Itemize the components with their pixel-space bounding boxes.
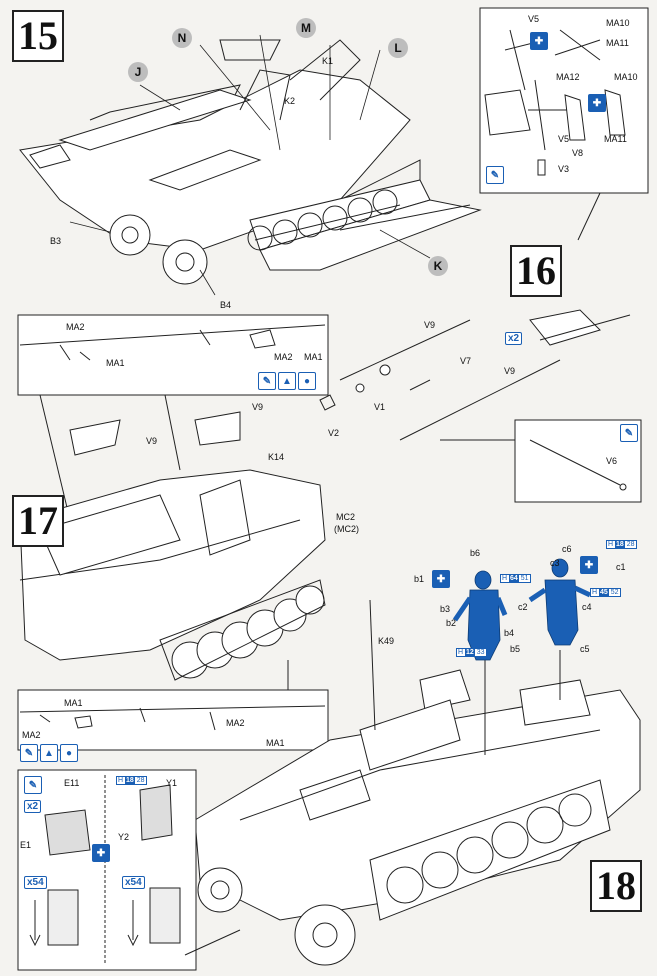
glue-icon: ✚ bbox=[588, 94, 606, 112]
paint-code: H 45 52 bbox=[590, 588, 621, 597]
part-label: K2 bbox=[284, 96, 296, 106]
part-label: MA10 bbox=[606, 18, 630, 28]
flip-icon: ▲ bbox=[40, 744, 58, 762]
part-label: V5 bbox=[528, 14, 540, 24]
part-label: MC2 bbox=[336, 512, 356, 522]
drop-icon: ● bbox=[298, 372, 316, 390]
step-number-15: 15 bbox=[12, 10, 64, 62]
part-label: MA12 bbox=[556, 72, 580, 82]
quantity-badge: x2 bbox=[505, 332, 523, 345]
part-label: c6 bbox=[562, 544, 572, 554]
cement-brush-icon: ✎ bbox=[258, 372, 276, 390]
part-label: MA1 bbox=[64, 698, 83, 708]
part-label: c3 bbox=[550, 558, 560, 568]
flip-icon: ▲ bbox=[278, 372, 296, 390]
cement-brush-icon: ✎ bbox=[24, 776, 42, 794]
part-label: MA1 bbox=[266, 738, 285, 748]
part-label: b4 bbox=[504, 628, 515, 638]
part-label: c5 bbox=[580, 644, 590, 654]
track-links-18 bbox=[29, 784, 181, 947]
subassembly-marker-m: M bbox=[296, 18, 316, 38]
paint-code: H 64 51 bbox=[500, 574, 531, 583]
part-label: MA11 bbox=[604, 134, 627, 144]
part-label: V1 bbox=[374, 402, 386, 412]
part-label: MA2 bbox=[274, 352, 293, 362]
part-label: MA10 bbox=[614, 72, 638, 82]
part-label: V6 bbox=[606, 456, 618, 466]
halftrack-body-18 bbox=[194, 599, 641, 966]
glue-icon: ✚ bbox=[580, 556, 598, 574]
part-label: V3 bbox=[558, 164, 570, 174]
part-label: K49 bbox=[378, 636, 395, 646]
part-label: MA2 bbox=[22, 730, 41, 740]
glue-icon: ✚ bbox=[92, 844, 110, 862]
part-label: K1 bbox=[322, 56, 334, 66]
part-label: MA2 bbox=[66, 322, 85, 332]
part-label: V5 bbox=[558, 134, 570, 144]
halftrack-body-15 bbox=[19, 39, 482, 271]
glue-icon: ✚ bbox=[530, 32, 548, 50]
step-number-18: 18 bbox=[590, 860, 642, 912]
paint-code: H 18 28 bbox=[116, 776, 147, 785]
subassembly-marker-k: K bbox=[428, 256, 448, 276]
part-label: V8 bbox=[572, 148, 584, 158]
part-label: b1 bbox=[414, 574, 425, 584]
part-label: K14 bbox=[268, 452, 285, 462]
part-label: V9 bbox=[504, 366, 516, 376]
part-label: V9 bbox=[146, 436, 158, 446]
cement-brush-icon: ✎ bbox=[486, 166, 504, 184]
quantity-badge: x2 bbox=[24, 800, 42, 813]
part-label: b5 bbox=[510, 644, 521, 654]
part-label: MA1 bbox=[304, 352, 323, 362]
part-label: (MC2) bbox=[334, 524, 359, 534]
quantity-badge: x54 bbox=[122, 876, 145, 889]
quantity-badge: x54 bbox=[24, 876, 47, 889]
part-label: V2 bbox=[328, 428, 340, 438]
paint-code: H 18 28 bbox=[606, 540, 637, 549]
cement-brush-icon: ✎ bbox=[20, 744, 38, 762]
glue-icon: ✚ bbox=[432, 570, 450, 588]
step-number-16: 16 bbox=[510, 245, 562, 297]
wheels-15 bbox=[109, 189, 398, 285]
cement-brush-icon: ✎ bbox=[620, 424, 638, 442]
subassembly-marker-n: N bbox=[172, 28, 192, 48]
part-label: c2 bbox=[518, 602, 528, 612]
part-label: V7 bbox=[460, 356, 472, 366]
mg-mount-parts-16 bbox=[484, 29, 626, 176]
part-label: MA11 bbox=[606, 38, 629, 48]
subassembly-marker-j: J bbox=[128, 62, 148, 82]
mg-gun-16 bbox=[319, 309, 631, 441]
part-label: c1 bbox=[616, 562, 626, 572]
part-label: c4 bbox=[582, 602, 592, 612]
part-label: V9 bbox=[424, 320, 436, 330]
part-label: MA2 bbox=[226, 718, 245, 728]
step-number-17: 17 bbox=[12, 495, 64, 547]
part-label: V9 bbox=[252, 402, 264, 412]
drop-icon: ● bbox=[60, 744, 78, 762]
part-label: b3 bbox=[440, 604, 451, 614]
crew-figures bbox=[452, 558, 592, 661]
part-label: b2 bbox=[446, 618, 457, 628]
part-label: E11 bbox=[64, 778, 80, 788]
part-label: Y2 bbox=[118, 832, 130, 842]
part-label: Y1 bbox=[166, 778, 178, 788]
part-label: b6 bbox=[470, 548, 481, 558]
paint-code: H 12 33 bbox=[456, 648, 487, 657]
part-label: MA1 bbox=[106, 358, 125, 368]
halftrack-body-17 bbox=[19, 411, 326, 681]
part-label: B4 bbox=[220, 300, 232, 310]
part-label: E1 bbox=[20, 840, 32, 850]
subassembly-marker-l: L bbox=[388, 38, 408, 58]
part-label: B3 bbox=[50, 236, 62, 246]
